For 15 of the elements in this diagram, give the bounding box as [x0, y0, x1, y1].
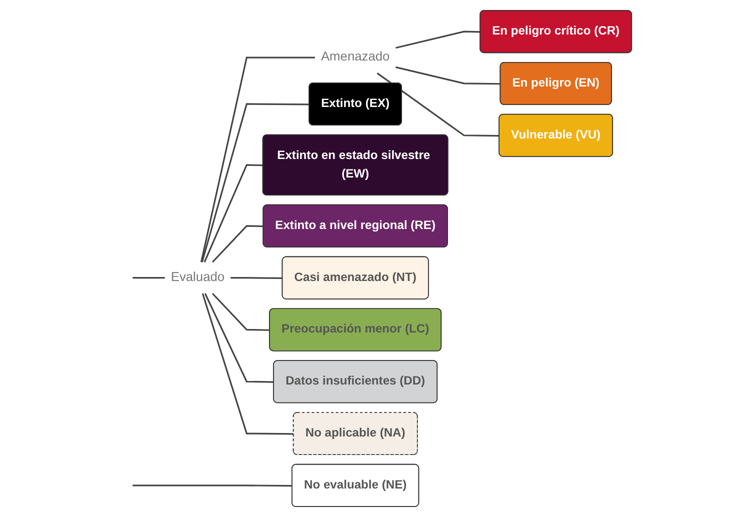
connector: [230, 277, 283, 280]
connector: [201, 103, 310, 262]
connector: [212, 292, 270, 331]
connector: [376, 72, 500, 137]
connector: [132, 484, 292, 487]
connector: [396, 30, 480, 49]
connector: [200, 56, 315, 262]
connector: [132, 277, 165, 279]
connector: [396, 66, 501, 85]
node-text: Amenazado: [320, 50, 390, 64]
connector: [204, 164, 264, 262]
node-text: Evaluado: [170, 270, 225, 284]
connector: [202, 293, 294, 435]
connector: [212, 225, 264, 263]
connector: [204, 293, 274, 383]
